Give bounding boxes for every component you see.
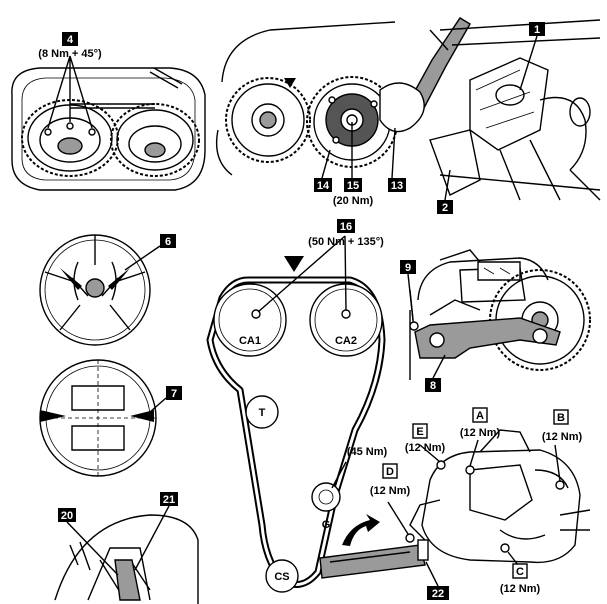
- panel-belt-routing: CA1 CA2 16 (50 Nm + 135°) T G (45 Nm): [206, 219, 388, 593]
- torque-label-b: (12 Nm): [542, 431, 583, 443]
- torque-label-g: (45 Nm): [347, 446, 388, 458]
- panel-camshaft-sprockets: 4 (8 Nm + 45°): [11, 32, 206, 191]
- panel-shaft-marks: 7: [39, 359, 182, 477]
- callout-4: 4: [67, 34, 74, 46]
- callout-2: 2: [442, 202, 448, 214]
- bolt-label-a: A: [476, 410, 484, 422]
- torque-label-4: (8 Nm + 45°): [38, 48, 102, 60]
- sprocket-right: [110, 103, 200, 177]
- panel-water-pump: A (12 Nm) B (12 Nm) E (12 Nm) D (12 Nm) …: [370, 407, 591, 595]
- callout-15: 15: [347, 180, 359, 192]
- callout-9: 9: [405, 262, 411, 274]
- panel-wrench: 22: [319, 514, 449, 600]
- panel-sprocket-marks: 6: [39, 234, 176, 346]
- pulley-ca2-label: CA2: [335, 335, 357, 347]
- callout-6: 6: [165, 236, 171, 248]
- callout-1: 1: [534, 24, 540, 36]
- callout-22: 22: [432, 588, 444, 600]
- torque-label-c: (12 Nm): [500, 583, 541, 595]
- bolt-b: [555, 480, 565, 490]
- torque-label-d: (12 Nm): [370, 485, 411, 497]
- bolt-label-b: B: [557, 412, 565, 424]
- callout-14: 14: [317, 180, 330, 192]
- bolt-d: [405, 533, 415, 543]
- bolt-c: [500, 543, 510, 553]
- bolt-e: [436, 460, 446, 470]
- timing-mark-icon: [284, 256, 304, 272]
- panel-holding-tool: 14 15 (20 Nm) 13: [215, 17, 471, 207]
- callout-20: 20: [61, 510, 73, 522]
- bolt-label-d: D: [386, 466, 394, 478]
- callout-7: 7: [171, 388, 177, 400]
- pulley-cs-label: CS: [274, 571, 289, 583]
- torque-label-a: (12 Nm): [460, 427, 501, 439]
- pulley-t: T: [245, 395, 279, 429]
- pulley-cs: CS: [265, 559, 299, 593]
- torque-label-15: (20 Nm): [333, 195, 374, 207]
- pulley-ca1: CA1: [213, 283, 287, 357]
- pulley-g: G (45 Nm): [311, 446, 388, 531]
- callout-8: 8: [430, 380, 436, 392]
- torque-label-16: (50 Nm + 135°): [308, 236, 384, 248]
- callout-box-4: [62, 32, 78, 46]
- pulley-ca1-label: CA1: [239, 335, 261, 347]
- callout-13: 13: [391, 180, 403, 192]
- bolt-a: [465, 465, 475, 475]
- panel-engine-bay: 1 2: [429, 19, 601, 214]
- pulley-g-label: G: [322, 519, 331, 531]
- panel-cam-lock: 9 8: [400, 249, 591, 392]
- pulley-t-label: T: [259, 407, 266, 419]
- rotation-arrow-icon: [342, 514, 380, 546]
- torque-label-e: (12 Nm): [405, 442, 446, 454]
- bolt-label-c: C: [516, 566, 524, 578]
- callout-21: 21: [163, 494, 175, 506]
- callout-16: 16: [340, 221, 352, 233]
- panel-crank-key: 20 21: [54, 492, 199, 604]
- bolt-label-e: E: [416, 426, 423, 438]
